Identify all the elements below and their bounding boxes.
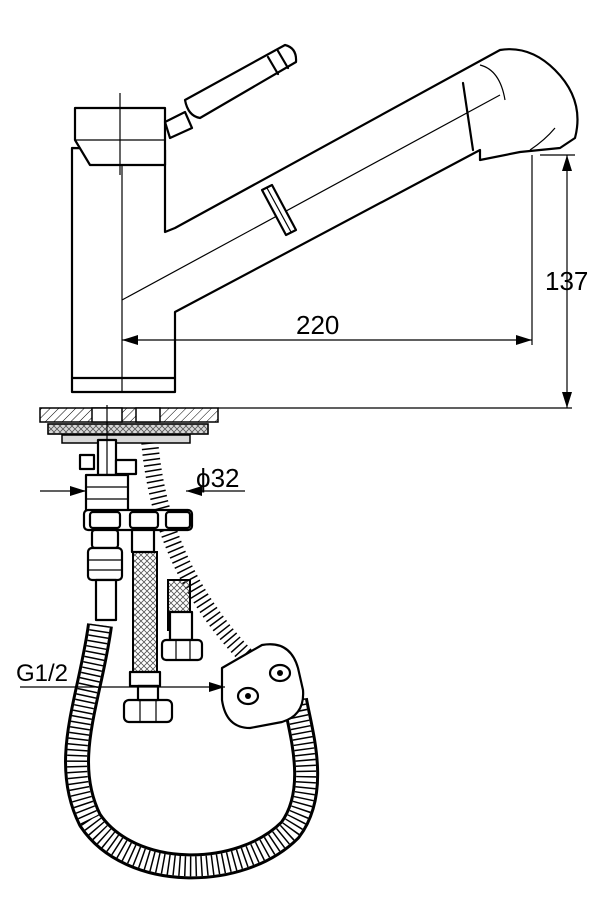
supply-hose-right — [160, 579, 204, 662]
hose-counterweight — [220, 643, 305, 730]
countertop — [39, 407, 219, 444]
lever-handle — [73, 43, 298, 175]
dimension-lines — [20, 154, 575, 692]
mounting-assembly — [78, 405, 194, 540]
supply-hose-braided — [122, 528, 174, 724]
thread-dimension-label: G1/2 — [16, 660, 69, 687]
reach-dimension-label: 220 — [296, 310, 340, 340]
diameter-dimension-label: ϕ32 — [196, 465, 239, 491]
faucet-body — [70, 48, 579, 394]
pull-out-hose — [64, 413, 320, 880]
diameter-value: 32 — [210, 463, 240, 493]
supply-hose-left — [86, 528, 124, 622]
height-dimension-label: 137 — [545, 266, 589, 296]
diameter-symbol: ϕ — [196, 463, 211, 493]
